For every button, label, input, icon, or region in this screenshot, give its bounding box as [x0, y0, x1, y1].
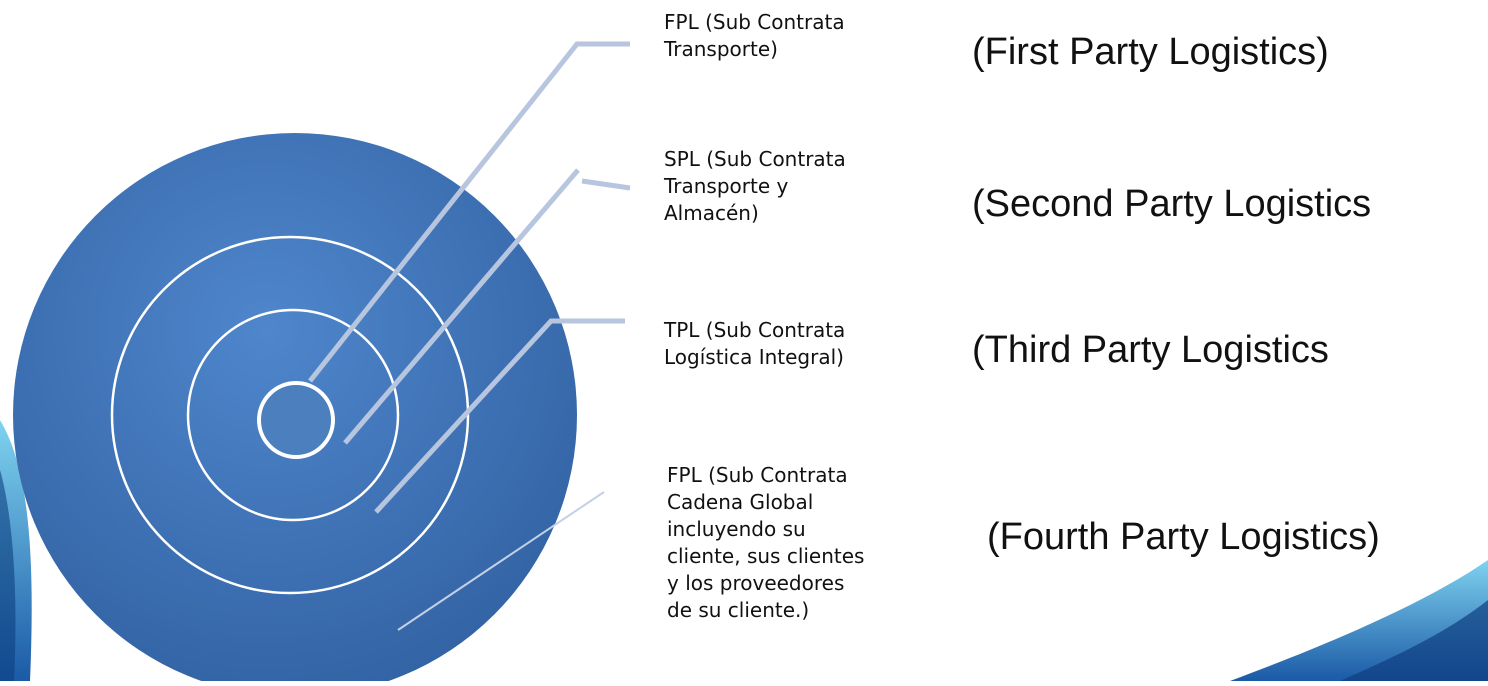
- leader-line-first-party: [308, 41, 630, 383]
- ring-second-party: [186, 308, 400, 522]
- level-name-third-party: (Third Party Logistics: [972, 329, 1329, 371]
- decor-swoosh-left-inner: [0, 470, 16, 681]
- leader-line-third-party: [374, 318, 625, 514]
- leader-line-second-party: [343, 168, 580, 445]
- leader-line-fourth-party: [397, 491, 605, 631]
- level-name-first-party: (First Party Logistics): [972, 31, 1329, 73]
- level-label-first-party: FPL (Sub Contrata Transporte): [664, 10, 845, 61]
- level-name-second-party: (Second Party Logistics: [972, 183, 1372, 225]
- level-label-third-party: TPL (Sub Contrata Logística Integral): [664, 318, 846, 369]
- decor-swoosh-right-inner: [1340, 600, 1488, 681]
- level-name-fourth-party: (Fourth Party Logistics): [987, 516, 1380, 558]
- circle-first-party: [257, 381, 335, 459]
- level-label-fourth-party: FPL (Sub Contrata Cadena Global incluyen…: [667, 463, 865, 622]
- leader-tick-second-party: [581, 178, 631, 191]
- level-label-second-party: SPL (Sub Contrata Transporte y Almacén): [664, 147, 846, 225]
